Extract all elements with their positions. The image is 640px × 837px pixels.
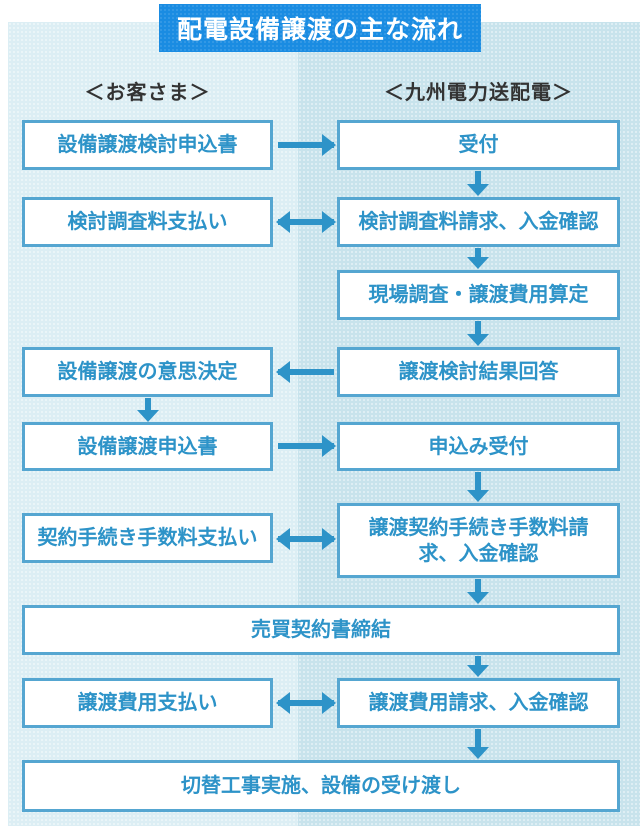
arrow-down-icon bbox=[467, 472, 489, 502]
node-transfer-application: 設備譲渡申込書 bbox=[22, 422, 273, 471]
node-transfer-cost-payment: 譲渡費用支払い bbox=[22, 678, 273, 728]
node-transfer-decision: 設備譲渡の意思決定 bbox=[22, 347, 273, 397]
arrow-down-icon bbox=[467, 729, 489, 759]
node-switch-work-handover: 切替工事実施、設備の受け渡し bbox=[22, 760, 620, 812]
arrow-left-icon bbox=[276, 361, 336, 383]
arrow-down-icon bbox=[467, 656, 489, 677]
node-procedure-fee-payment: 契約手続き手数料支払い bbox=[22, 513, 273, 563]
arrow-down-icon bbox=[467, 171, 489, 196]
arrow-down-icon bbox=[467, 321, 489, 346]
arrow-right-icon bbox=[276, 134, 336, 156]
page-title: 配電設備譲渡の主な流れ bbox=[159, 4, 481, 52]
node-reception: 受付 bbox=[337, 120, 620, 170]
arrow-down-icon bbox=[467, 248, 489, 269]
arrow-both-icon bbox=[276, 211, 336, 233]
node-sales-contract: 売買契約書締結 bbox=[22, 605, 620, 655]
node-application-reception: 申込み受付 bbox=[337, 422, 620, 471]
node-procedure-fee-billing: 譲渡契約手続き手数料請求、入金確認 bbox=[337, 503, 620, 578]
node-site-survey: 現場調査・譲渡費用算定 bbox=[337, 270, 620, 320]
node-review-result-reply: 譲渡検討結果回答 bbox=[337, 347, 620, 397]
arrow-both-icon bbox=[276, 692, 336, 714]
arrow-both-icon bbox=[276, 528, 336, 550]
column-header-company: ＜九州電力送配電＞ bbox=[384, 81, 573, 104]
arrow-down-icon bbox=[137, 398, 159, 422]
column-header-customer: ＜お客さま＞ bbox=[84, 81, 211, 104]
node-transfer-cost-billing: 譲渡費用請求、入金確認 bbox=[337, 678, 620, 728]
node-survey-fee-billing: 検討調査料請求、入金確認 bbox=[337, 197, 620, 247]
node-review-application: 設備譲渡検討申込書 bbox=[22, 120, 273, 170]
node-survey-fee-payment: 検討調査料支払い bbox=[22, 197, 273, 247]
arrow-right-icon bbox=[276, 435, 336, 457]
arrow-down-icon bbox=[467, 579, 489, 604]
